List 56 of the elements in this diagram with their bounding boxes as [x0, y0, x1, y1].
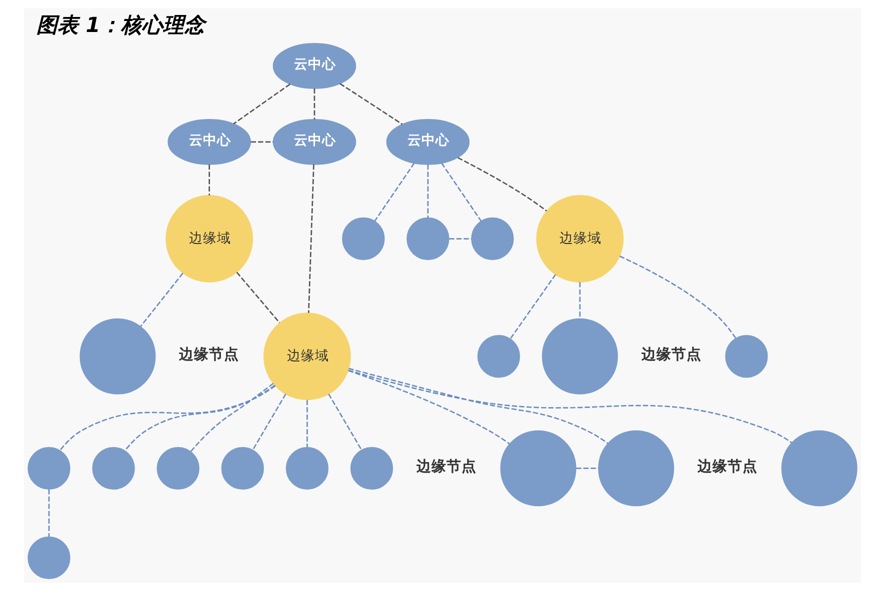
- node-circle: 边缘域: [165, 195, 253, 282]
- node-circle: [470, 217, 514, 260]
- connector: [457, 157, 547, 212]
- node-circle: [476, 335, 520, 378]
- connector: [618, 256, 736, 339]
- connector: [250, 141, 273, 143]
- connector: [252, 394, 286, 450]
- connector: [578, 282, 580, 319]
- node-circle: [598, 430, 674, 506]
- connector: [140, 272, 183, 327]
- node-label: 边缘节点: [697, 458, 758, 476]
- node-circle: [285, 446, 328, 490]
- node-circle: [342, 217, 384, 260]
- connector: [306, 400, 308, 448]
- connector: [348, 370, 510, 445]
- connector: [348, 368, 608, 444]
- connector: [124, 384, 275, 451]
- node-ellipse: 云中心: [386, 119, 470, 165]
- node-circle: [541, 318, 618, 394]
- connector: [448, 238, 471, 240]
- node-circle: [406, 217, 449, 260]
- connector: [208, 164, 210, 196]
- node-circle: [724, 335, 768, 378]
- connector: [236, 272, 280, 324]
- connector: [58, 385, 276, 451]
- node-circle: 边缘域: [536, 195, 624, 282]
- node-ellipse: 云中心: [272, 119, 356, 165]
- connector: [440, 162, 482, 222]
- node-circle: [780, 430, 857, 506]
- connector: [426, 164, 428, 218]
- node-label: 边缘节点: [416, 458, 476, 476]
- node-circle: [500, 430, 576, 506]
- node-circle: [79, 318, 156, 394]
- connector: [374, 162, 414, 222]
- node-circle: [27, 446, 70, 490]
- connector: [348, 370, 792, 444]
- node-ellipse: 云中心: [272, 43, 356, 89]
- node-circle: [220, 446, 264, 490]
- connector: [313, 88, 315, 120]
- node-circle: [350, 446, 393, 490]
- connector: [339, 83, 402, 125]
- connector: [190, 382, 274, 452]
- connector: [232, 84, 290, 124]
- connector: [48, 489, 50, 537]
- node-circle: [156, 446, 199, 490]
- connector: [509, 274, 556, 340]
- connector: [307, 164, 314, 313]
- node-circle: [92, 446, 134, 490]
- node-circle: 边缘域: [262, 312, 350, 400]
- diagram-title: 图表 1：核心理念: [36, 13, 205, 38]
- connector: [576, 468, 598, 469]
- node-ellipse: 云中心: [167, 119, 250, 165]
- node-circle: [27, 536, 70, 580]
- connector: [328, 394, 362, 450]
- node-label: 边缘节点: [178, 346, 239, 364]
- node-label: 边缘节点: [640, 346, 701, 364]
